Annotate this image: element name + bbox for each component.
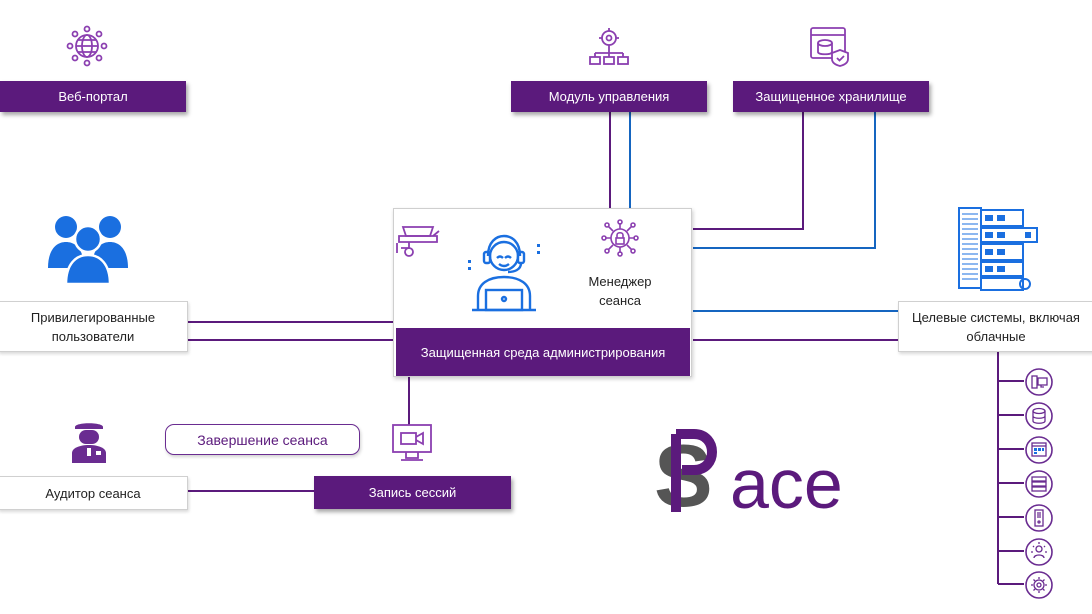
svg-text:ace: ace	[730, 445, 843, 516]
globe-icon	[66, 25, 108, 67]
guard-icon	[72, 423, 106, 463]
computer-icon	[1025, 368, 1053, 396]
operator-headset-icon	[468, 234, 540, 312]
management-module-box[interactable]: Модуль управления	[511, 81, 707, 112]
cloud-user-icon	[1025, 538, 1053, 566]
space-logo: S ace	[654, 426, 843, 516]
server-rack-icon	[958, 207, 1038, 291]
session-auditor-box[interactable]: Аудитор сеанса	[0, 476, 188, 510]
privileged-users-box[interactable]: Привилегированные пользователи	[0, 301, 188, 352]
users-group-icon	[48, 216, 128, 286]
gear-icon	[1025, 571, 1053, 599]
secure-network-icon	[601, 219, 639, 257]
video-monitor-icon	[392, 424, 432, 461]
session-manager-label: Менеджер сеанса	[588, 274, 652, 308]
session-termination-button[interactable]: Завершение сеанса	[165, 424, 360, 455]
session-recording-box[interactable]: Запись сессий	[314, 476, 511, 509]
tower-server-icon	[1025, 504, 1053, 532]
network-settings-icon	[589, 28, 629, 65]
database-icon	[1025, 402, 1053, 430]
cctv-camera-icon	[396, 226, 440, 257]
storage-shield-icon	[810, 27, 849, 67]
server-icon	[1025, 470, 1053, 498]
app-window-icon	[1025, 436, 1053, 464]
web-portal-box[interactable]: Веб-портал	[0, 81, 186, 112]
secure-admin-env-box[interactable]: Защищенная среда администрирования	[396, 328, 690, 376]
target-systems-box[interactable]: Целевые системы, включая облачные	[898, 301, 1092, 352]
secure-storage-box[interactable]: Защищенное хранилище	[733, 81, 929, 112]
